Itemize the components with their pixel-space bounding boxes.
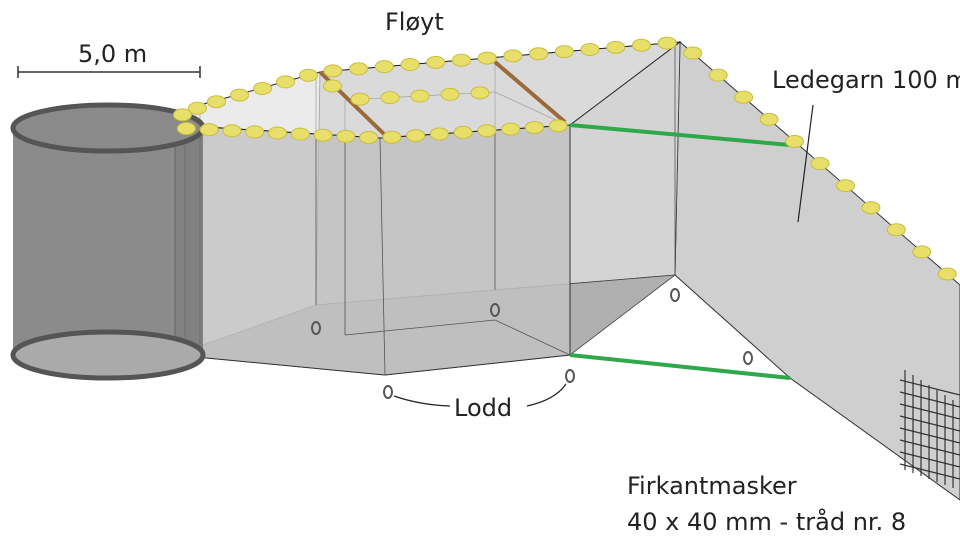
weight-label: Lodd	[454, 394, 513, 422]
green-rope-top	[569, 123, 791, 147]
float-icon	[268, 126, 287, 140]
float-icon	[382, 130, 402, 144]
float-icon	[683, 46, 703, 60]
float-icon	[785, 134, 805, 148]
float-icon	[323, 79, 342, 93]
float-icon	[313, 128, 333, 142]
green-rope-bottom	[569, 353, 791, 380]
brown-rope	[493, 60, 567, 124]
float-icon	[429, 127, 449, 141]
float-icon	[350, 92, 370, 106]
float-icon	[299, 68, 318, 82]
mesh-title-label: Firkantmasker	[627, 472, 797, 500]
float-icon	[503, 49, 523, 63]
float-icon	[253, 82, 272, 95]
float-icon	[477, 51, 497, 65]
mesh-spec-label: 40 x 40 mm - tråd nr. 8	[627, 508, 907, 536]
weight-ring-icon	[743, 351, 753, 365]
weight-ring-icon	[670, 288, 680, 302]
float-icon	[470, 86, 490, 100]
float-icon	[580, 43, 600, 56]
float-icon	[657, 36, 677, 50]
float-icon	[835, 179, 855, 193]
pointer-lines	[393, 104, 814, 407]
leader-net-panel	[674, 40, 960, 501]
float-icon	[734, 90, 754, 104]
float-icon	[631, 38, 651, 52]
float-icon	[349, 62, 369, 76]
scale-bar	[17, 66, 201, 78]
float-icon	[400, 58, 420, 71]
float-icon	[524, 120, 544, 134]
float-icon	[477, 124, 497, 138]
square-mesh-detail	[899, 370, 960, 488]
float-icon	[222, 124, 242, 138]
float-icon	[380, 91, 400, 105]
float-icon	[440, 87, 460, 101]
float-icon	[548, 119, 568, 133]
float-icon	[199, 123, 219, 137]
float-icon	[861, 201, 881, 215]
float-icon	[207, 95, 226, 109]
float-icon	[323, 64, 343, 78]
weights	[311, 288, 753, 399]
leader-label: Ledegarn 100 m	[772, 66, 960, 94]
float-icon	[336, 129, 356, 143]
float-icon	[886, 223, 906, 237]
float-icon	[406, 129, 426, 143]
float-icon	[188, 101, 207, 115]
float-icon	[173, 108, 192, 122]
float-icon	[426, 55, 446, 69]
float-icon	[529, 47, 549, 61]
float-icon	[359, 130, 379, 144]
float-icon	[501, 122, 521, 136]
float-icon	[374, 60, 394, 74]
weight-ring-icon	[383, 385, 393, 399]
cylinder-pot	[10, 102, 206, 381]
float-icon	[451, 53, 471, 67]
float-icon	[554, 45, 574, 59]
float-icon	[410, 89, 430, 103]
float-icon	[708, 68, 728, 82]
float-icon	[276, 75, 295, 89]
float-icon	[290, 127, 310, 141]
weight-ring-icon	[311, 321, 321, 335]
float-icon	[453, 125, 473, 139]
float-icon	[245, 125, 265, 139]
float-icon	[759, 112, 779, 126]
scale-label: 5,0 m	[78, 40, 148, 68]
float-icon	[937, 267, 957, 281]
float-icon	[606, 40, 626, 54]
floats	[173, 36, 957, 281]
float-icon	[176, 122, 196, 136]
trap-front-wall	[174, 124, 571, 376]
float-label: Fløyt	[385, 8, 444, 36]
float-icon	[230, 88, 249, 102]
weight-ring-icon	[565, 369, 575, 383]
float-icon	[810, 157, 830, 170]
weight-ring-icon	[490, 303, 500, 317]
float-icon	[912, 245, 932, 259]
